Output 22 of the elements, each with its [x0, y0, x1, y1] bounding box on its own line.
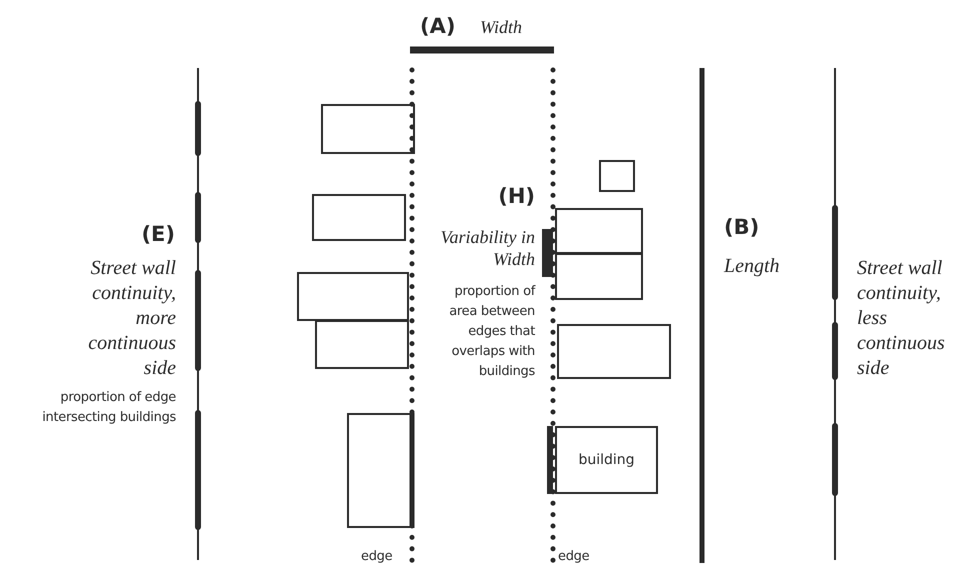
building-rectangle: [347, 413, 412, 528]
measure-title: Variability in Width: [440, 226, 535, 270]
dimension-label: Length: [724, 254, 780, 279]
measure-description: proportion of area between edges that overlaps with buildings: [448, 283, 535, 381]
panel-letter: (B): [724, 215, 760, 239]
measure-description: proportion of edge intersecting buildings: [41, 389, 176, 427]
building-rectangle: [312, 194, 406, 241]
building-label: building: [578, 452, 635, 468]
building-rectangle: [555, 426, 658, 494]
panel-letter: (H): [497, 184, 535, 208]
measure-title: Street wall continuity, less continuous side: [857, 256, 946, 381]
panel-letter: (E): [140, 222, 175, 246]
building-rectangle: [555, 208, 643, 254]
building-rectangle: [321, 104, 415, 154]
building-rectangle: [297, 272, 409, 321]
building-rectangle: [315, 320, 409, 369]
building-rectangle: [557, 324, 671, 379]
panel-letter: (A): [420, 14, 456, 38]
measure-title: Street wall continuity, more continuous side: [87, 256, 176, 381]
building-rectangle: [599, 160, 635, 192]
dimension-label: Width: [480, 16, 522, 38]
building-rectangle: [555, 253, 643, 300]
